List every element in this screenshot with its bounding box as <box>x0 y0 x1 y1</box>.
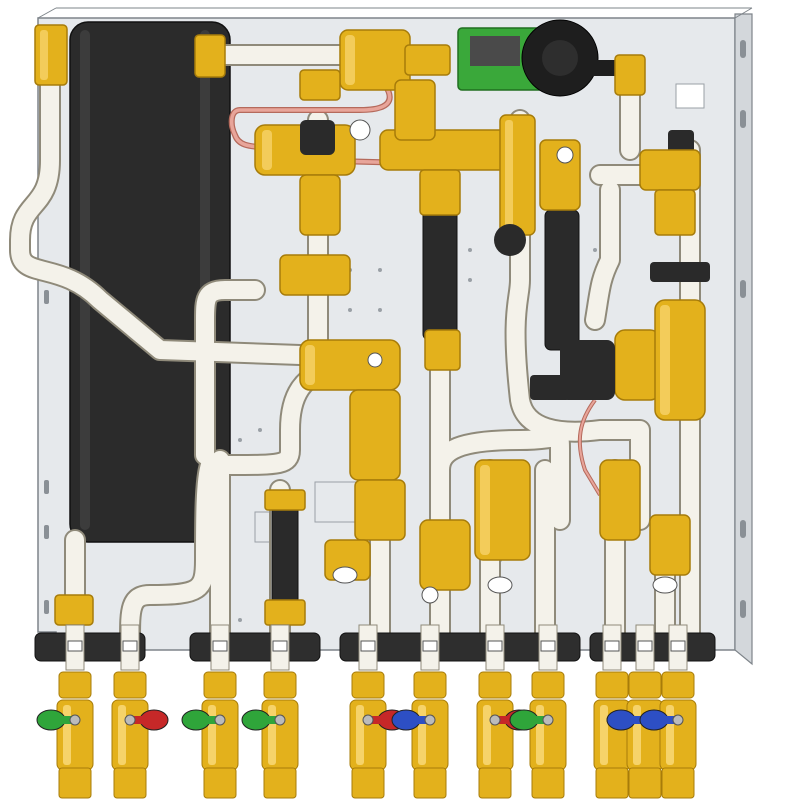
ball-valve-icon <box>111 624 169 799</box>
ball-valve-icon <box>639 624 697 799</box>
manifold-clamp <box>189 632 321 662</box>
valve-actuators <box>300 119 710 604</box>
ball-valve-row <box>36 624 697 799</box>
ball-valve-icon <box>391 624 449 799</box>
manifold-clamp <box>339 632 581 662</box>
circulation-pump-icon <box>457 19 620 97</box>
ball-valve-icon <box>509 624 567 799</box>
ball-valve-icon <box>181 624 239 799</box>
ball-valve-icon <box>36 624 94 799</box>
brass-highlights <box>40 30 670 555</box>
ball-valve-icon <box>241 624 299 799</box>
manifold-clamp <box>34 632 146 662</box>
flexible-hoses <box>271 130 694 616</box>
